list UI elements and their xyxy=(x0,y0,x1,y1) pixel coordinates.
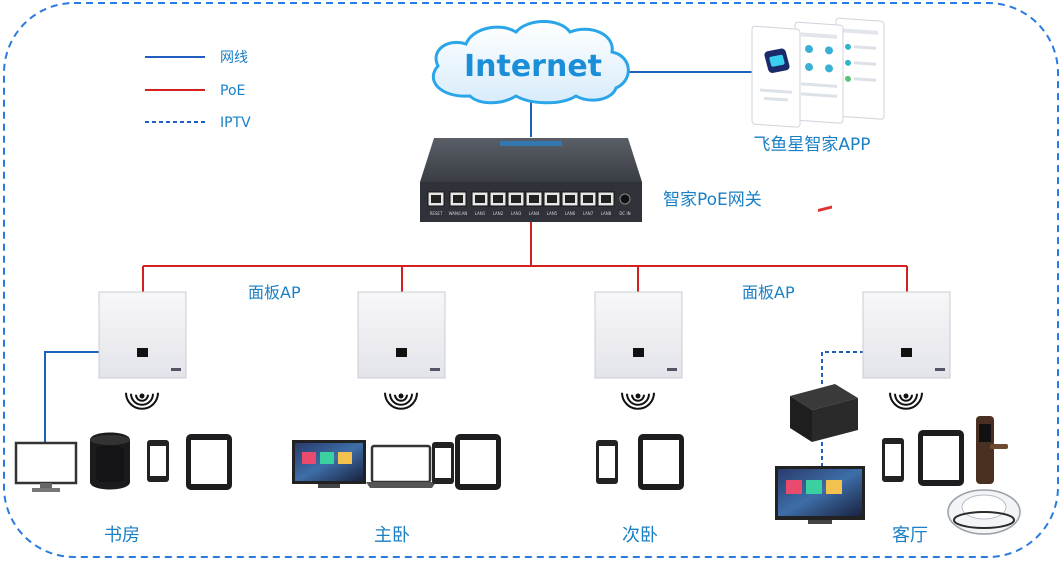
ap-label-right: 面板AP xyxy=(742,283,795,302)
app-screen-2 xyxy=(794,21,844,124)
panel-ap xyxy=(594,291,683,379)
legend: 网线 PoE IPTV xyxy=(145,50,251,131)
gateway-port: LAN2 xyxy=(489,191,507,216)
wifi-icon xyxy=(125,392,159,410)
diagram-border xyxy=(3,2,1059,558)
gateway-port-label: LAN1 xyxy=(475,211,486,216)
gateway-port: LAN3 xyxy=(507,191,525,216)
tablet-icon xyxy=(638,434,684,490)
room-label-master: 主卧 xyxy=(374,525,410,546)
app-screen-1 xyxy=(751,25,801,128)
gateway-ports: RESET WAN/LAN LAN1 LAN2 LAN3 LAN4 LAN5 LAN6 LAN7… xyxy=(427,191,631,216)
poe-gateway: RESET WAN/LAN LAN1 LAN2 LAN3 LAN4 LAN5 LAN6 LAN7… xyxy=(420,138,762,222)
laptop-icon xyxy=(366,444,436,488)
ap-panels xyxy=(98,291,951,379)
gateway-port: WAN/LAN xyxy=(449,191,468,216)
tablet-icon xyxy=(186,434,232,490)
gateway-port-label: LAN7 xyxy=(583,211,594,216)
phone-icon xyxy=(147,440,169,482)
gateway-port-label: LAN2 xyxy=(493,211,504,216)
wifi-icon xyxy=(889,392,923,410)
gateway-port-label: LAN5 xyxy=(547,211,558,216)
panel-ap xyxy=(357,291,446,379)
tablet-icon xyxy=(918,430,964,486)
gateway-label: 智家PoE网关 xyxy=(663,190,762,210)
smart-speaker-icon xyxy=(90,432,130,490)
gateway-port-label: DC IN xyxy=(619,211,630,216)
legend-label-ethernet: 网线 xyxy=(220,50,248,66)
gateway-port: LAN4 xyxy=(525,191,543,216)
room-master-bedroom: 主卧 xyxy=(292,434,501,546)
gateway-port: LAN5 xyxy=(543,191,561,216)
gateway-port-label: LAN8 xyxy=(601,211,612,216)
gateway-port: LAN7 xyxy=(579,191,597,216)
room-label-living: 客厅 xyxy=(892,525,928,546)
legend-label-iptv: IPTV xyxy=(220,115,251,131)
room-study: 书房 xyxy=(14,432,232,546)
monitor-icon xyxy=(14,441,78,492)
app-label: 飞鱼星智家APP xyxy=(753,135,870,155)
gateway-port-label: LAN6 xyxy=(565,211,576,216)
ap-label-left: 面板AP xyxy=(248,283,301,302)
connections xyxy=(44,71,908,466)
panel-ap xyxy=(98,291,187,379)
phone-icon xyxy=(882,438,904,482)
phone-icon xyxy=(432,442,454,484)
wifi-icon xyxy=(384,392,418,410)
tv-icon xyxy=(292,440,366,488)
wifi-icon xyxy=(621,392,655,410)
app-screens: 飞鱼星智家APP xyxy=(751,17,885,155)
tablet-icon xyxy=(455,434,501,490)
gateway-port-label: LAN3 xyxy=(511,211,522,216)
room-living-room: 客厅 xyxy=(775,205,1021,546)
gateway-port: LAN6 xyxy=(561,191,579,216)
gateway-port: LAN8 xyxy=(597,191,615,216)
robot-vacuum-icon xyxy=(947,489,1021,535)
panel-ap xyxy=(862,291,951,379)
wifi-signals xyxy=(125,392,923,410)
gateway-dc-in: DC IN xyxy=(619,193,631,216)
phone-icon xyxy=(596,440,618,484)
legend-label-poe: PoE xyxy=(220,83,245,99)
gateway-port: RESET xyxy=(427,191,445,216)
room-label-study: 书房 xyxy=(104,525,140,546)
gateway-port-label: LAN4 xyxy=(529,211,540,216)
gateway-port: LAN1 xyxy=(471,191,489,216)
gateway-port-label: RESET xyxy=(430,211,443,216)
smart-lock-icon xyxy=(976,416,1008,484)
tv-icon xyxy=(775,466,865,524)
internet-cloud: Internet xyxy=(431,20,630,105)
set-top-box-icon xyxy=(790,205,858,442)
room-label-second: 次卧 xyxy=(622,525,658,546)
internet-label: Internet xyxy=(464,49,602,84)
gateway-port-label: WAN/LAN xyxy=(449,211,468,216)
room-second-bedroom: 次卧 xyxy=(596,434,684,546)
